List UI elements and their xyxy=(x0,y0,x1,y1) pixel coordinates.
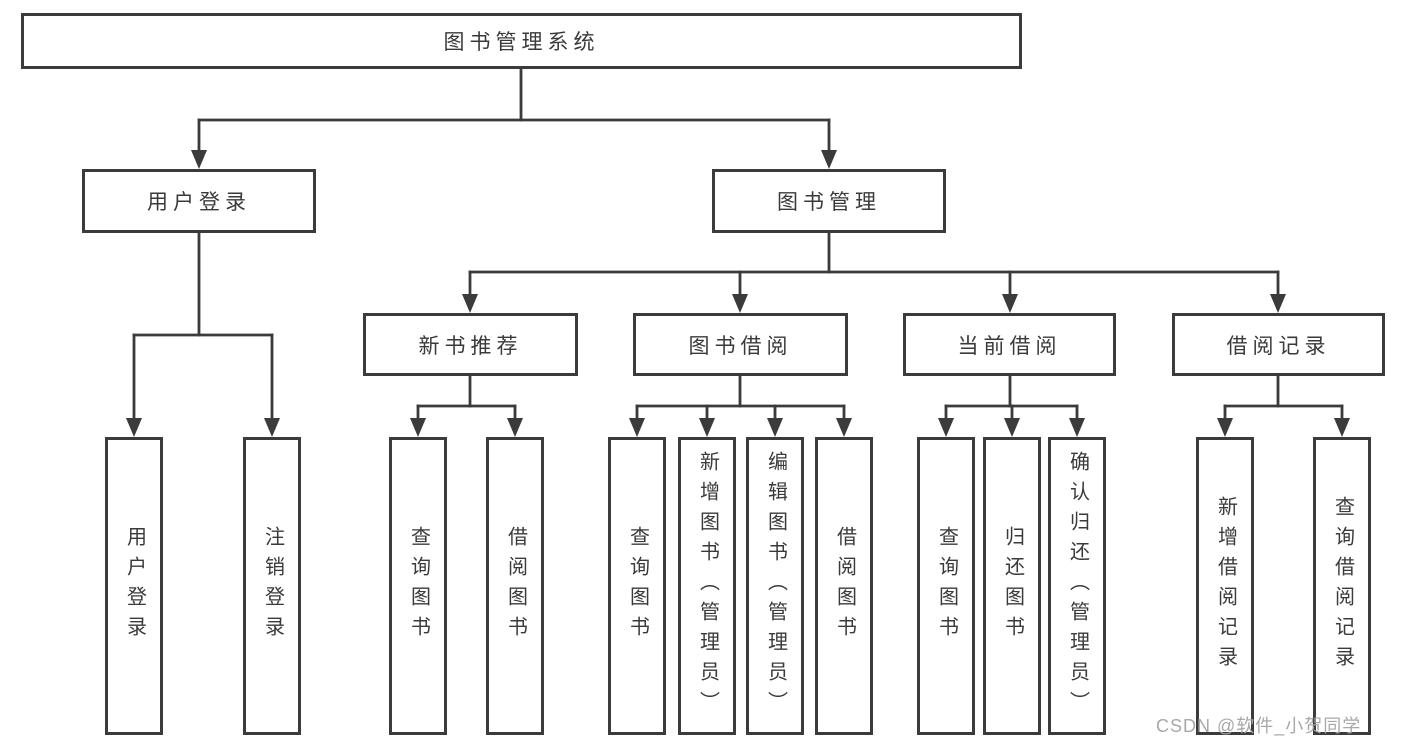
leaf-return-books: 归还图书 xyxy=(983,437,1041,735)
node-label: 用户登录 xyxy=(123,526,146,646)
leaf-query-books-current: 查询图书 xyxy=(917,437,975,735)
node-label: 新增借阅记录 xyxy=(1214,496,1237,676)
node-book-management: 图书管理 xyxy=(712,169,946,233)
node-label: 借阅图书 xyxy=(833,526,856,646)
leaf-borrow-books-recommend: 借阅图书 xyxy=(486,437,544,735)
leaf-add-books-admin: 新增图书（管理员） xyxy=(678,437,736,735)
node-label: 注销登录 xyxy=(261,526,284,646)
node-borrowing-records: 借阅记录 xyxy=(1172,313,1385,376)
node-root: 图书管理系统 xyxy=(21,13,1022,69)
node-label: 新书推荐 xyxy=(418,334,523,358)
node-label: 借阅记录 xyxy=(1226,334,1331,358)
leaf-confirm-return-admin: 确认归还（管理员） xyxy=(1048,437,1106,735)
node-label: 新增图书（管理员） xyxy=(696,451,719,721)
node-label: 图书管理系统 xyxy=(443,31,600,54)
node-label: 查询借阅记录 xyxy=(1331,496,1354,676)
node-label: 归还图书 xyxy=(1001,526,1024,646)
node-new-book-recommend: 新书推荐 xyxy=(363,313,578,376)
node-book-borrowing: 图书借阅 xyxy=(633,313,848,376)
leaf-query-books-borrowing: 查询图书 xyxy=(608,437,666,735)
node-current-borrowing: 当前借阅 xyxy=(903,313,1116,376)
node-label: 查询图书 xyxy=(407,526,430,646)
leaf-query-borrow-record: 查询借阅记录 xyxy=(1313,437,1371,735)
node-label: 当前借阅 xyxy=(957,334,1062,358)
leaf-edit-books-admin: 编辑图书（管理员） xyxy=(746,437,804,735)
csdn-watermark: CSDN @软件_小贺同学 xyxy=(1156,716,1362,736)
node-label: 图书管理 xyxy=(777,191,881,214)
node-label: 查询图书 xyxy=(935,526,958,646)
node-label: 图书借阅 xyxy=(688,334,793,358)
node-label: 确认归还（管理员） xyxy=(1066,451,1089,721)
node-label: 查询图书 xyxy=(626,526,649,646)
node-label: 用户登录 xyxy=(147,191,251,214)
leaf-query-books-recommend: 查询图书 xyxy=(389,437,447,735)
leaf-user-login: 用户登录 xyxy=(105,437,163,735)
leaf-borrow-books-borrowing: 借阅图书 xyxy=(815,437,873,735)
leaf-add-borrow-record: 新增借阅记录 xyxy=(1196,437,1254,735)
node-user-login: 用户登录 xyxy=(82,169,316,233)
leaf-logout: 注销登录 xyxy=(243,437,301,735)
node-label: 编辑图书（管理员） xyxy=(764,451,787,721)
node-label: 借阅图书 xyxy=(504,526,527,646)
